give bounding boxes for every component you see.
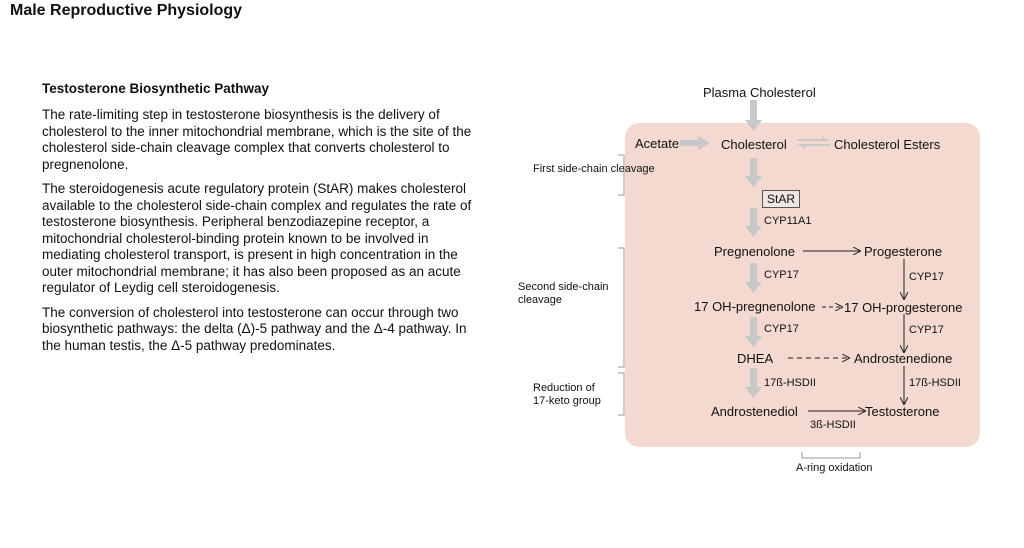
node-dhea: DHEA (737, 351, 774, 366)
arrow-dhea-to-androstenediol (745, 368, 762, 398)
arrow-cholesterol-to-esters (797, 136, 830, 141)
arrow-cholesterol-to-star (745, 158, 762, 187)
label-first-cleavage: First side-chain cleavage (533, 163, 655, 175)
arrow-oh-pregnenolone-to-dhea (745, 317, 762, 347)
bracket-reduction (618, 372, 625, 416)
node-star: StAR (762, 190, 801, 208)
node-testosterone: Testosterone (865, 404, 940, 419)
paragraph-rate-limiting: The rate-limiting step in testosterone b… (42, 107, 472, 172)
thick-arrows (680, 100, 830, 398)
label-a-ring-oxidation: A-ring oxidation (796, 462, 873, 474)
paragraph-star: The steroidogenesis acute regulatory pro… (42, 181, 472, 295)
arrow-pregnenolone-to-oh-pregnenolone (745, 263, 762, 293)
testosterone-pathway-diagram: First side-chain cleavage Second side-ch… (500, 70, 1000, 490)
label-reduction: Reduction of 17-keto group (533, 382, 601, 407)
node-cholesterol: Cholesterol (721, 137, 787, 152)
node-plasma-cholesterol: Plasma Cholesterol (703, 85, 816, 100)
enzyme-cyp11a1: CYP11A1 (764, 215, 812, 227)
enzyme-cyp17-left-2: CYP17 (764, 323, 799, 335)
arrow-acetate-to-cholesterol (680, 136, 710, 150)
node-pregnenolone: Pregnenolone (714, 244, 795, 259)
node-progesterone: Progesterone (864, 244, 943, 259)
node-17-oh-progesterone: 17 OH-progesterone (844, 300, 963, 315)
page-title: Male Reproductive Physiology (10, 2, 243, 19)
arrow-star-to-pregnenolone (745, 208, 762, 237)
enzyme-cyp17-right-1: CYP17 (909, 271, 944, 283)
bracket-first-cleavage (618, 154, 625, 196)
node-cholesterol-esters: Cholesterol Esters (834, 137, 941, 152)
enzyme-17b-hsdii-left: 17ß-HSDII (764, 377, 816, 389)
enzyme-cyp17-left-1: CYP17 (764, 269, 799, 281)
node-androstenediol: Androstenediol (711, 404, 798, 419)
enzyme-17b-hsdii-right: 17ß-HSDII (909, 377, 961, 389)
section-heading: Testosterone Biosynthetic Pathway (42, 81, 270, 96)
bracket-second-cleavage (618, 247, 625, 368)
paragraph-pathways: The conversion of cholesterol into testo… (42, 304, 467, 353)
node-acetate: Acetate (635, 136, 680, 151)
diagram-graphics (618, 100, 980, 459)
arrow-plasma-to-cholesterol (745, 100, 762, 131)
text-column: Testosterone Biosynthetic Pathway The ra… (42, 81, 482, 362)
mitochondrion-panel (625, 123, 980, 447)
node-androstenedione: Androstenedione (854, 351, 953, 366)
bracket-a-ring (801, 452, 861, 459)
arrow-esters-to-cholesterol (797, 144, 830, 149)
node-17-oh-pregnenolone: 17 OH-pregnenolone (694, 299, 816, 314)
label-second-cleavage: Second side-chain cleavage (518, 281, 609, 306)
enzyme-3b-hsdii: 3ß-HSDII (810, 419, 856, 431)
enzyme-cyp17-right-2: CYP17 (909, 324, 944, 336)
